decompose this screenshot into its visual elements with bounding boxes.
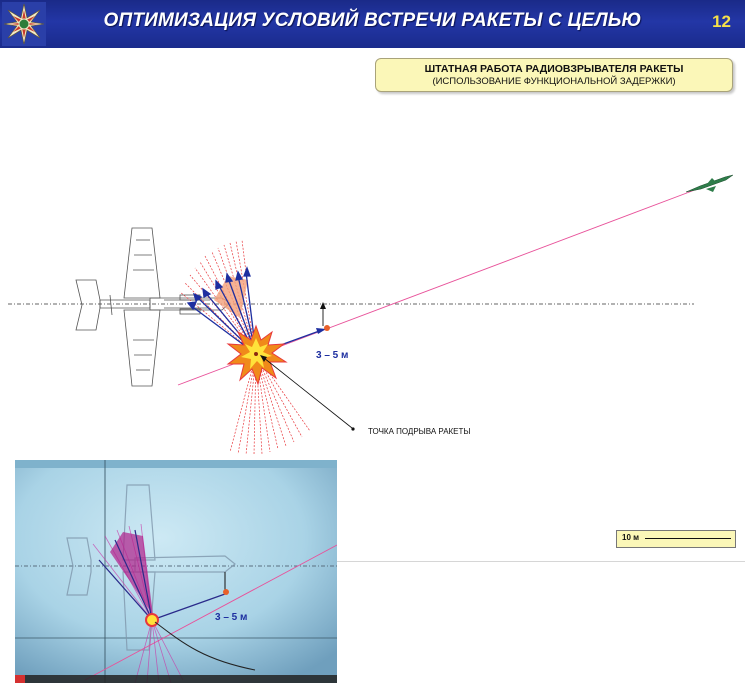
scale-label: 10 м xyxy=(622,533,640,542)
header-bar: ОПТИМИЗАЦИЯ УСЛОВИЙ ВСТРЕЧИ РАКЕТЫ С ЦЕЛ… xyxy=(0,0,745,48)
info-box: ШТАТНАЯ РАБОТА РАДИОВЗРЫВАТЕЛЯ РАКЕТЫ (И… xyxy=(375,58,733,92)
video-distance-label: 3 – 5 м xyxy=(215,612,248,623)
scale-line xyxy=(645,538,731,539)
fuse-trigger-point xyxy=(324,325,330,331)
slide-number: 12 xyxy=(712,12,731,31)
scale-bar: 10 м xyxy=(616,530,736,548)
info-box-subtitle: (ИСПОЛЬЗОВАНИЕ ФУНКЦИОНАЛЬНОЙ ЗАДЕРЖКИ) xyxy=(432,76,676,87)
distance-label: 3 – 5 м xyxy=(316,350,349,361)
video-frame[interactable]: 3 – 5 м xyxy=(15,460,337,683)
missile-drawing xyxy=(685,174,734,193)
separator-line xyxy=(337,561,745,562)
burst-point-label: ТОЧКА ПОДРЫВА РАКЕТЫ xyxy=(368,427,471,436)
video-still xyxy=(15,460,337,683)
info-box-title: ШТАТНАЯ РАБОТА РАДИОВЗРЫВАТЕЛЯ РАКЕТЫ xyxy=(424,63,684,75)
page-title: ОПТИМИЗАЦИЯ УСЛОВИЙ ВСТРЕЧИ РАКЕТЫ С ЦЕЛ… xyxy=(103,10,642,31)
star-emblem-icon xyxy=(2,2,46,46)
engagement-diagram xyxy=(8,174,734,456)
burst-point-leader xyxy=(263,357,353,429)
